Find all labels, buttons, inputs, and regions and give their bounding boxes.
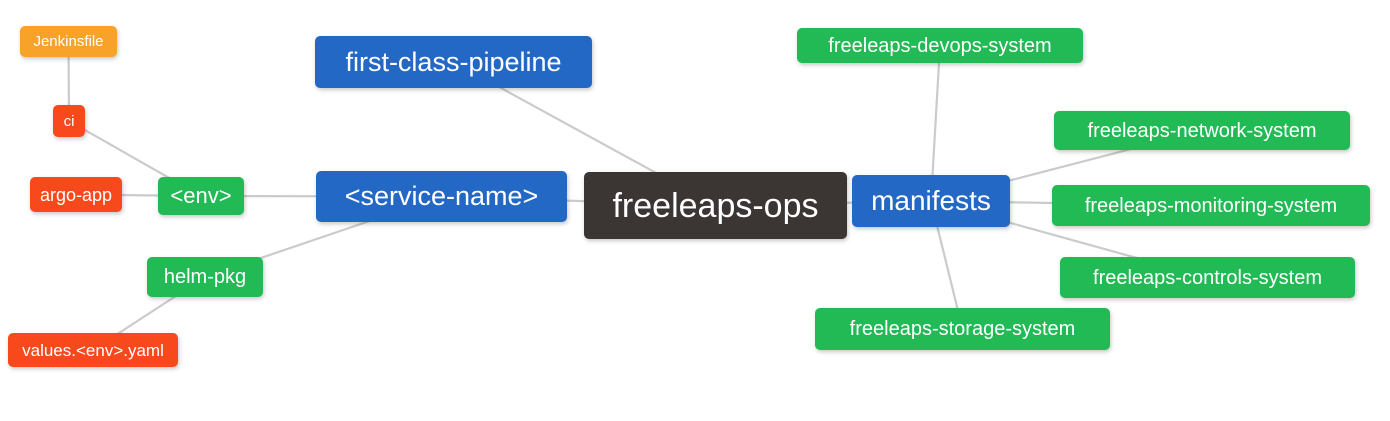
node-freeleaps-monitoring-system[interactable]: freeleaps-monitoring-system xyxy=(1052,185,1370,226)
node-freeleaps-storage-system[interactable]: freeleaps-storage-system xyxy=(815,308,1110,350)
node-freeleaps-ops[interactable]: freeleaps-ops xyxy=(584,172,847,239)
node-values-env-yaml[interactable]: values.<env>.yaml xyxy=(8,333,178,367)
node-helm-pkg[interactable]: helm-pkg xyxy=(147,257,263,297)
node-first-class-pipeline[interactable]: first-class-pipeline xyxy=(315,36,592,88)
node-freeleaps-network-system[interactable]: freeleaps-network-system xyxy=(1054,111,1350,150)
node-env[interactable]: <env> xyxy=(158,177,244,215)
node-freeleaps-controls-system[interactable]: freeleaps-controls-system xyxy=(1060,257,1355,298)
node-manifests[interactable]: manifests xyxy=(852,175,1010,227)
node-freeleaps-devops-system[interactable]: freeleaps-devops-system xyxy=(797,28,1083,63)
node-jenkinsfile[interactable]: Jenkinsfile xyxy=(20,26,117,57)
node-argo-app[interactable]: argo-app xyxy=(30,177,122,212)
node-service-name[interactable]: <service-name> xyxy=(316,171,567,222)
node-ci[interactable]: ci xyxy=(53,105,85,137)
